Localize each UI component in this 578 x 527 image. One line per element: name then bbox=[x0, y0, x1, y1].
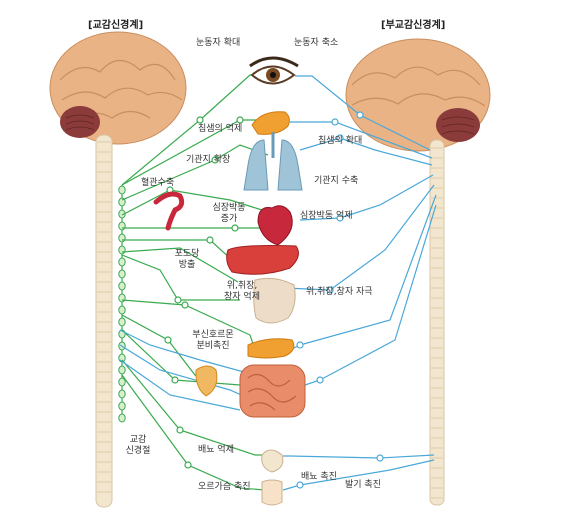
parasympathetic-synapse-node bbox=[336, 134, 344, 142]
label-pupil-dilate: 눈동자 확대 bbox=[196, 38, 241, 48]
label-gut-inhibit-line2: 창자 억제 bbox=[224, 292, 260, 302]
sympathetic-header: [교감신경계] bbox=[88, 20, 144, 31]
label-gut-inhibit-line1: 위,취장, bbox=[226, 281, 258, 291]
label-glucose-line2: 방출 bbox=[178, 260, 196, 270]
label-heart-accelerate-line2: 증가 bbox=[220, 214, 238, 224]
sympathetic-synapse-node bbox=[236, 116, 244, 124]
parasympathetic-synapse-node bbox=[296, 481, 304, 489]
sympathetic-synapse-node bbox=[196, 116, 204, 124]
label-urination-inhibit: 배뇨 억제 bbox=[198, 445, 234, 455]
sympathetic-ganglion-node bbox=[118, 221, 126, 231]
sympathetic-ganglion-node bbox=[118, 401, 126, 411]
label-adrenal-line1: 부신호르몬 bbox=[192, 330, 234, 340]
sympathetic-synapse-node bbox=[231, 224, 239, 232]
sympathetic-ganglion-node bbox=[118, 413, 126, 423]
heart-icon bbox=[257, 205, 293, 246]
sympathetic-ganglion-node bbox=[118, 305, 126, 315]
left-vertebrae bbox=[97, 141, 111, 493]
bladder-icon bbox=[261, 449, 284, 473]
sympathetic-ganglion-node bbox=[118, 185, 126, 195]
nerve-nodes bbox=[164, 111, 384, 489]
sympathetic-ganglion-node bbox=[118, 317, 126, 327]
parasympathetic-synapse-node bbox=[316, 376, 324, 384]
label-bronchi-dilate: 기관지 확장 bbox=[186, 155, 231, 165]
right-spinal-cord bbox=[429, 139, 445, 506]
sympathetic-ganglion-node bbox=[118, 377, 126, 387]
sympathetic-synapse-node bbox=[174, 296, 182, 304]
parasympathetic-nerves bbox=[119, 75, 437, 491]
pancreas-icon bbox=[247, 338, 295, 359]
label-orgasm-promote: 오르가슴 촉진 bbox=[198, 482, 251, 492]
intestine-icon bbox=[239, 364, 306, 418]
sympathetic-ganglion-node bbox=[118, 365, 126, 375]
blood-vessel-icon bbox=[153, 191, 185, 231]
right-vertebrae bbox=[431, 147, 443, 499]
parasympathetic-synapse-node bbox=[376, 454, 384, 462]
label-heart-accelerate-line1: 심장박동 bbox=[212, 203, 246, 213]
right-cerebellum bbox=[436, 108, 480, 142]
label-heart-accelerate: 심장박동 증가 bbox=[209, 203, 249, 225]
label-vasoconstriction: 혈관수축 bbox=[141, 178, 175, 188]
label-bronchi-constrict: 기관지 수축 bbox=[314, 176, 359, 186]
parasympathetic-synapse-node bbox=[331, 118, 339, 126]
label-ganglion-line2: 신경절 bbox=[125, 446, 151, 456]
genitals-icon bbox=[261, 479, 283, 506]
parasympathetic-synapse-node bbox=[326, 286, 334, 294]
sympathetic-ganglion-node bbox=[118, 293, 126, 303]
label-gut-stimulate: 위,취장,창자 자극 bbox=[306, 287, 373, 297]
label-glucose-line1: 포도당 bbox=[174, 249, 200, 259]
sympathetic-synapse-node bbox=[164, 336, 172, 344]
adrenal-icon bbox=[195, 365, 218, 397]
sympathetic-synapse-node bbox=[176, 426, 184, 434]
sympathetic-ganglion-node bbox=[118, 269, 126, 279]
parasympathetic-synapse-node bbox=[356, 111, 364, 119]
left-cerebellum bbox=[60, 106, 100, 138]
liver-icon bbox=[226, 245, 299, 275]
eye-icon bbox=[249, 56, 299, 85]
sympathetic-synapse-node bbox=[184, 461, 192, 469]
salivary-gland-icon bbox=[251, 111, 290, 135]
sympathetic-ganglion-node bbox=[118, 257, 126, 267]
sympathetic-synapse-node bbox=[211, 156, 219, 164]
left-brain bbox=[49, 31, 187, 145]
label-saliva-inhibit: 침샘의 억제 bbox=[198, 124, 243, 134]
parasympathetic-synapse-node bbox=[296, 341, 304, 349]
sympathetic-ganglion-node bbox=[118, 245, 126, 255]
label-adrenal-promote: 부신호르몬 분비촉진 bbox=[187, 330, 239, 352]
label-gut-inhibit: 위,취장, 창자 억제 bbox=[222, 281, 262, 303]
sympathetic-synapse-node bbox=[171, 376, 179, 384]
sympathetic-chain bbox=[118, 185, 126, 423]
sympathetic-synapse-node bbox=[206, 236, 214, 244]
sympathetic-ganglion-node bbox=[118, 233, 126, 243]
label-erection-promote: 발기 촉진 bbox=[345, 480, 381, 490]
label-pupil-constrict: 눈동자 축소 bbox=[294, 38, 339, 48]
parasympathetic-header: [부교감신경계] bbox=[381, 20, 446, 31]
label-saliva-promote: 침샘의 확대 bbox=[318, 136, 363, 146]
sympathetic-synapse-node bbox=[181, 301, 189, 309]
label-glucose-release: 포도당 방출 bbox=[170, 249, 204, 271]
label-sympathetic-ganglion: 교감 신경절 bbox=[119, 435, 157, 457]
label-adrenal-line2: 분비촉진 bbox=[196, 341, 230, 351]
label-heart-inhibit: 심장박동 억제 bbox=[300, 211, 353, 221]
right-brain bbox=[345, 38, 491, 152]
label-ganglion-line1: 교감 bbox=[129, 435, 147, 445]
sympathetic-ganglion-node bbox=[118, 389, 126, 399]
stomach-icon bbox=[253, 277, 296, 324]
parasympathetic-synapse-node bbox=[336, 214, 344, 222]
lungs-icon bbox=[243, 132, 303, 191]
left-spinal-cord bbox=[95, 134, 113, 508]
label-urination-promote: 배뇨 촉진 bbox=[301, 472, 337, 482]
sympathetic-ganglion-node bbox=[118, 197, 126, 207]
sympathetic-ganglion-node bbox=[118, 281, 126, 291]
